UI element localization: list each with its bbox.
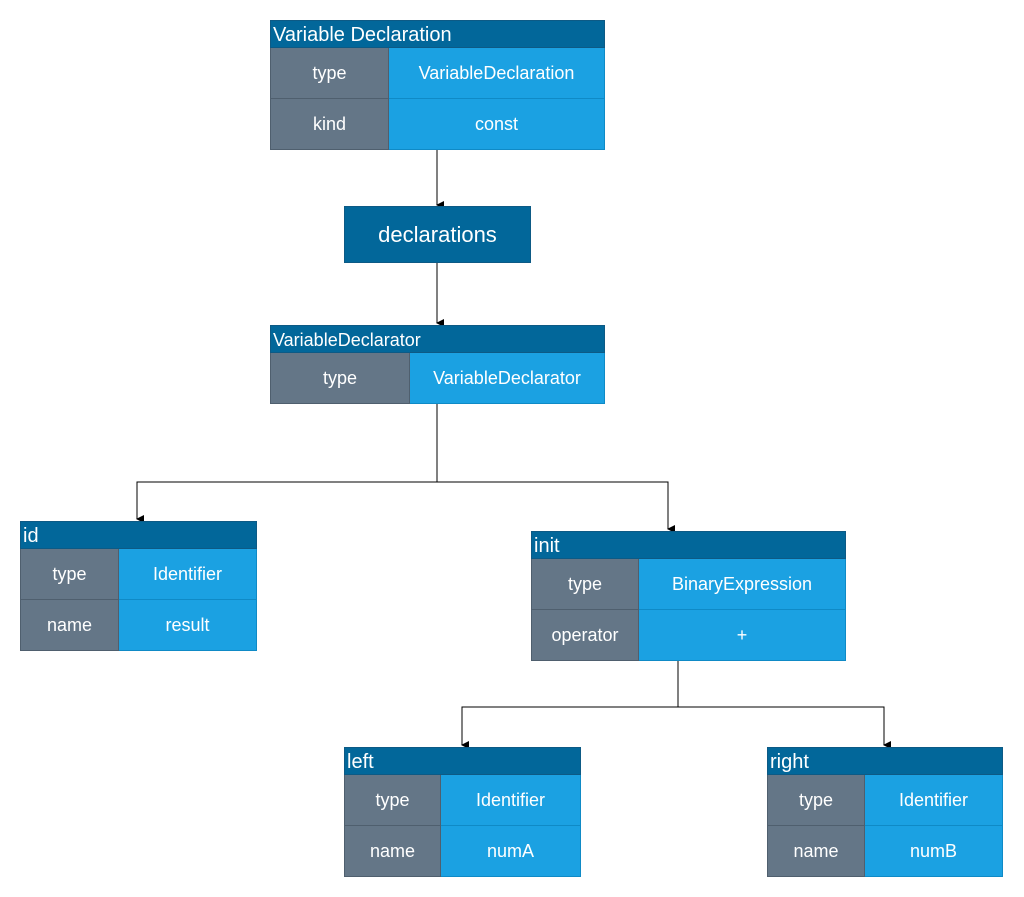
- right-name-value: numB: [865, 826, 1003, 877]
- id-title: id: [20, 521, 257, 549]
- edge-init-to-left: [461, 661, 679, 749]
- right-type-key: type: [767, 775, 865, 826]
- left-type-key: type: [344, 775, 441, 826]
- variable-declaration-kind-value: const: [389, 99, 605, 150]
- init-title: init: [531, 531, 846, 559]
- left-title: left: [344, 747, 581, 775]
- id-row-name: name result: [20, 600, 257, 651]
- id-type-key: type: [20, 549, 119, 600]
- variable-declarator-type-value: VariableDeclarator: [410, 353, 605, 404]
- right-node: right type Identifier name numB: [767, 747, 1003, 877]
- left-name-value: numA: [441, 826, 581, 877]
- variable-declarator-type-key: type: [270, 353, 410, 404]
- edge-variable-declarator-to-init: [437, 481, 675, 533]
- init-operator-key: operator: [531, 610, 639, 661]
- edge-init-to-right: [678, 706, 891, 749]
- id-node: id type Identifier name result: [20, 521, 257, 651]
- variable-declaration-row-type: type VariableDeclaration: [270, 48, 605, 99]
- right-row-type: type Identifier: [767, 775, 1003, 826]
- init-node: init type BinaryExpression operator +: [531, 531, 846, 661]
- id-type-value: Identifier: [119, 549, 257, 600]
- left-name-key: name: [344, 826, 441, 877]
- init-type-key: type: [531, 559, 639, 610]
- init-row-type: type BinaryExpression: [531, 559, 846, 610]
- left-row-name: name numA: [344, 826, 581, 877]
- variable-declaration-type-value: VariableDeclaration: [389, 48, 605, 99]
- right-name-key: name: [767, 826, 865, 877]
- variable-declarator-node: VariableDeclarator type VariableDeclarat…: [270, 325, 605, 404]
- left-row-type: type Identifier: [344, 775, 581, 826]
- variable-declarator-row-type: type VariableDeclarator: [270, 353, 605, 404]
- right-type-value: Identifier: [865, 775, 1003, 826]
- init-row-operator: operator +: [531, 610, 846, 661]
- left-type-value: Identifier: [441, 775, 581, 826]
- variable-declaration-title: Variable Declaration: [270, 20, 605, 48]
- left-node: left type Identifier name numA: [344, 747, 581, 877]
- right-row-name: name numB: [767, 826, 1003, 877]
- edge-variable-declarator-to-id: [136, 404, 438, 523]
- id-name-key: name: [20, 600, 119, 651]
- variable-declaration-type-key: type: [270, 48, 389, 99]
- variable-declaration-node: Variable Declaration type VariableDeclar…: [270, 20, 605, 150]
- declarations-label: declarations: [378, 221, 497, 247]
- declarations-node: declarations: [344, 206, 531, 263]
- variable-declaration-row-kind: kind const: [270, 99, 605, 150]
- id-row-type: type Identifier: [20, 549, 257, 600]
- variable-declarator-title: VariableDeclarator: [270, 325, 605, 353]
- id-name-value: result: [119, 600, 257, 651]
- init-operator-value: +: [639, 610, 846, 661]
- right-title: right: [767, 747, 1003, 775]
- variable-declaration-kind-key: kind: [270, 99, 389, 150]
- init-type-value: BinaryExpression: [639, 559, 846, 610]
